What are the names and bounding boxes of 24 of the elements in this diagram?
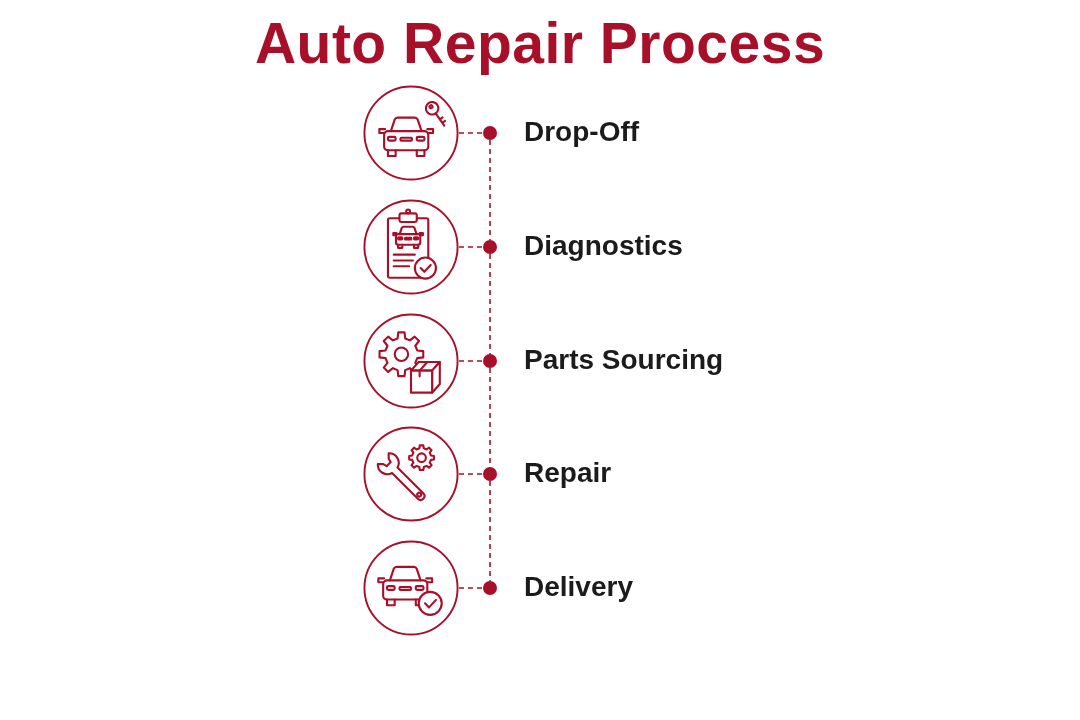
clipboard-check-icon	[363, 199, 459, 295]
timeline-dot-icon	[483, 240, 497, 254]
step-label: Drop-Off	[524, 116, 640, 149]
wrench-gear-icon	[363, 426, 459, 522]
timeline-dot-icon	[483, 581, 497, 595]
gear-box-icon	[363, 313, 459, 409]
dashed-connector	[458, 473, 484, 475]
title: Auto Repair Process	[254, 12, 826, 75]
car-check-icon	[363, 540, 459, 636]
dashed-connector	[458, 360, 484, 362]
dashed-connector	[458, 132, 484, 134]
step-label: Repair	[524, 457, 612, 490]
step-label: Diagnostics	[524, 230, 683, 263]
dashed-connector	[489, 480, 491, 582]
timeline-dot-icon	[483, 354, 497, 368]
step-label: Delivery	[524, 571, 633, 604]
dashed-connector	[489, 253, 491, 355]
dashed-connector	[458, 246, 484, 248]
dashed-connector	[458, 587, 484, 589]
car-key-icon	[363, 85, 459, 181]
step-label: Parts Sourcing	[524, 344, 724, 377]
dashed-connector	[489, 139, 491, 241]
timeline-dot-icon	[483, 467, 497, 481]
timeline-dot-icon	[483, 126, 497, 140]
